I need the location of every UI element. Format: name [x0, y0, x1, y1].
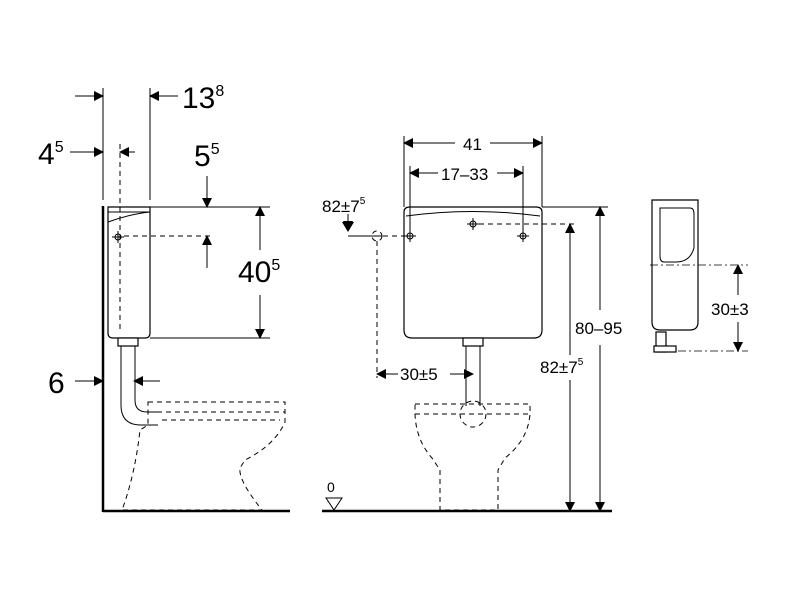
- label-dim-top: 55: [194, 140, 220, 173]
- inlet-marker-side: [112, 231, 124, 243]
- pipe-connector-front: [462, 337, 484, 347]
- inlet-valve-external: [371, 230, 383, 242]
- cistern-front-lid: [405, 211, 541, 217]
- mount-body: [651, 199, 699, 331]
- toilet-outlet-front: [459, 400, 487, 428]
- cistern-front-body: [403, 206, 543, 339]
- label-dim-depth: 138: [182, 82, 224, 115]
- label-dim-cistern-height: 82±75: [540, 357, 584, 377]
- toilet-bowl-side: [121, 401, 286, 511]
- label-dim-width: 41: [463, 135, 482, 154]
- pipe-connector: [117, 337, 139, 347]
- toilet-bowl-front: [414, 403, 531, 511]
- flush-pipe-side-inner: [134, 346, 158, 413]
- label-dim-height: 405: [238, 256, 280, 289]
- mount-inner: [659, 207, 695, 263]
- inlet-marker-right: [517, 230, 529, 242]
- floor-level-marker: [325, 497, 343, 511]
- label-floor-level: 0: [327, 479, 335, 495]
- label-dim-total: 80–95: [575, 319, 622, 338]
- cistern-side-lid-curve: [107, 211, 151, 223]
- label-dim-offset: 45: [38, 138, 64, 171]
- flush-pipe-side: [120, 346, 158, 426]
- label-dim-pipe-offset: 30±5: [400, 365, 438, 384]
- label-dim-holes: 17–33: [441, 165, 488, 184]
- mount-foot: [653, 345, 677, 353]
- front-view: 0 41 17–33 82±75 30±5 80–95 82±75: [322, 135, 622, 513]
- side-view: 45 138 55 405 6: [38, 82, 290, 513]
- inlet-marker-center: [467, 218, 479, 230]
- inlet-marker-left: [404, 230, 416, 242]
- cistern-side-body: [107, 206, 151, 339]
- label-dim-inlet-height: 82±75: [322, 196, 366, 216]
- inlet-height-triangle: [342, 222, 354, 232]
- mount-view: 30±3: [650, 199, 749, 353]
- label-dim-mount: 30±3: [711, 300, 749, 319]
- label-dim-pipe: 6: [48, 367, 65, 400]
